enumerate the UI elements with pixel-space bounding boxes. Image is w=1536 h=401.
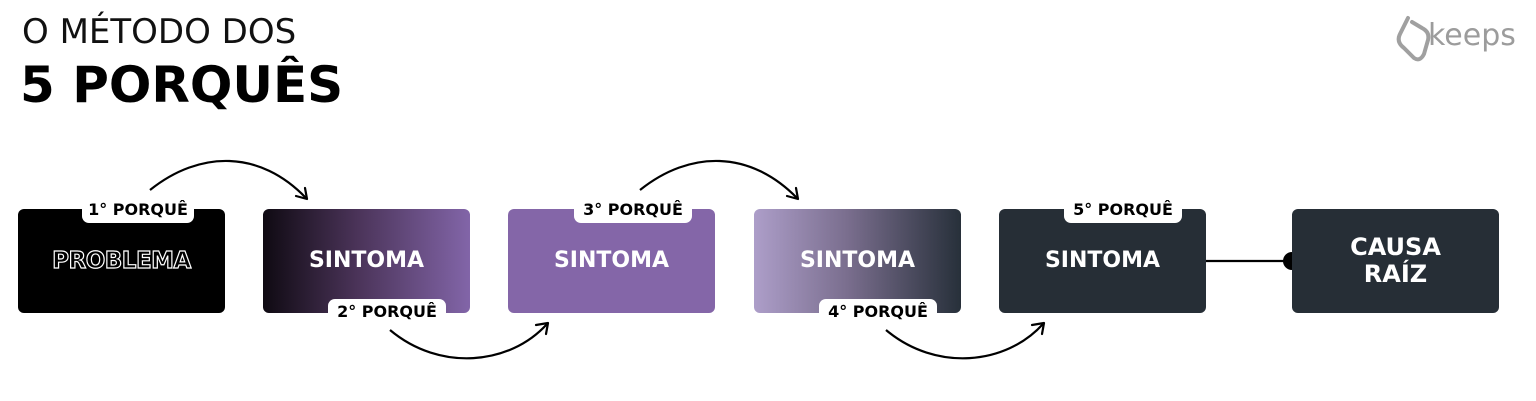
symptom-box-1: SINTOMA <box>263 209 470 313</box>
root-cause-label-line-1: CAUSA <box>1350 233 1441 261</box>
symptom-label: SINTOMA <box>799 248 916 273</box>
symptom-label: SINTOMA <box>308 248 425 273</box>
arrow-2 <box>389 323 548 360</box>
symptom-box-2: SINTOMA <box>508 209 715 313</box>
arrow-4 <box>885 323 1044 360</box>
symptom-box-3: SINTOMA <box>754 209 961 313</box>
root-cause-box: CAUSA RAÍZ <box>1292 209 1499 313</box>
arrow-4-head <box>1030 321 1046 336</box>
why-tag-1: 1° PORQUÊ <box>82 197 194 223</box>
symptom-label: SINTOMA <box>1044 248 1161 273</box>
arrow-2-head <box>534 321 550 336</box>
logo-text: keeps <box>1428 18 1516 53</box>
arrow-3-head <box>785 186 800 201</box>
keeps-logo: keeps <box>1392 10 1532 66</box>
keeps-logo-icon <box>1396 16 1431 62</box>
title-line-2: 5 PORQUÊS <box>20 56 344 114</box>
arrow-3 <box>639 159 798 199</box>
title-line-1: O MÉTODO DOS <box>22 12 297 52</box>
why-tag-5: 5° PORQUÊ <box>1064 197 1182 223</box>
why-tag-3: 3° PORQUÊ <box>574 197 692 223</box>
arrow-1 <box>149 159 307 199</box>
symptom-label: SINTOMA <box>553 248 670 273</box>
why-tag-4: 4° PORQUÊ <box>819 299 937 325</box>
problem-box: PROBLEMA <box>18 209 225 313</box>
problem-label: PROBLEMA <box>52 247 192 274</box>
why-tag-2: 2° PORQUÊ <box>328 299 446 325</box>
arrow-1-head <box>294 186 309 201</box>
symptom-box-4: SINTOMA <box>999 209 1206 313</box>
root-cause-label-line-2: RAÍZ <box>1363 260 1428 288</box>
